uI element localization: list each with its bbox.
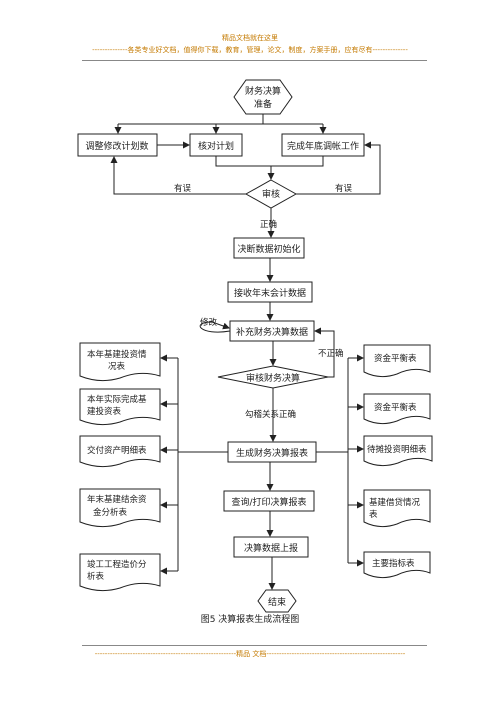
year-end-adjust-label: 完成年底调帐工作 xyxy=(287,140,359,152)
footer-text: ----------------------------------------… xyxy=(94,650,406,658)
doc-shape-left-5 xyxy=(79,553,161,592)
doc-shape-right-4 xyxy=(363,489,431,528)
doc-left-1-line2: 况表 xyxy=(108,361,126,372)
connector-year-end-down xyxy=(271,156,324,167)
doc-shape-right-1 xyxy=(363,344,431,378)
correct-label: 正确 xyxy=(260,219,277,230)
incorrect-label: 不正确 xyxy=(318,348,344,359)
error-label-left: 有误 xyxy=(174,183,192,194)
doc-left-5-line1: 竣工工程造价分 xyxy=(87,559,147,570)
doc-left-5-line2: 析表 xyxy=(87,571,105,582)
doc-right-4-line2: 表 xyxy=(369,509,378,520)
end-label: 结束 xyxy=(268,596,286,608)
loop-left-error xyxy=(110,156,246,195)
connector-check-down xyxy=(215,156,271,167)
doc-shape-right-3 xyxy=(363,435,433,467)
doc-right-2-line1: 资金平衡表 xyxy=(374,402,417,413)
doc-right-5-line1: 主要指标表 xyxy=(372,558,415,569)
doc-shape-right-2 xyxy=(363,393,431,425)
query-print-label: 查询/打印决算报表 xyxy=(231,496,306,508)
doc-shape-left-2 xyxy=(79,388,161,426)
doc-left-4-line2: 金分析表 xyxy=(93,507,128,518)
upload-label: 决算数据上报 xyxy=(244,542,298,554)
doc-left-1-line1: 本年基建投资情 xyxy=(87,349,147,360)
figure-caption: 图5 决算报表生成流程图 xyxy=(200,615,300,625)
doc-left-4-line1: 年末基建结余资 xyxy=(87,494,147,505)
check-correct-label: 勾稽关系正确 xyxy=(245,409,296,420)
gen-report-label: 生成财务决算报表 xyxy=(236,447,308,459)
doc-right-1-line1: 资金平衡表 xyxy=(374,353,417,364)
init-data-box xyxy=(233,237,305,259)
adjust-plan-label: 调整修改计划数 xyxy=(85,140,148,152)
doc-right-4-line1: 基建借贷情况 xyxy=(369,497,421,508)
review-label: 审核 xyxy=(262,188,280,200)
init-data-label: 决断数据初始化 xyxy=(237,243,300,255)
supplement-label: 补充财务决算数据 xyxy=(236,326,308,338)
doc-left-2-line1: 本年实际完成基 xyxy=(87,394,147,405)
doc-right-3-line1: 待摊投资明细表 xyxy=(367,444,427,455)
start-label-2: 准备 xyxy=(254,98,272,110)
loop-incorrect xyxy=(314,327,335,378)
header-rule xyxy=(82,60,427,61)
query-print-box xyxy=(223,490,315,512)
doc-shape-right-5 xyxy=(363,551,431,579)
footer-rule xyxy=(82,645,427,646)
header-subtitle: --------------各类专业好文档，值得你下载，教育，管理，论文，制度，… xyxy=(92,46,408,54)
modify-label: 修改 xyxy=(200,317,218,328)
loop-right-error xyxy=(296,141,381,195)
start-node xyxy=(233,79,293,115)
check-plan-label: 核对计划 xyxy=(198,140,234,152)
modify-loop xyxy=(199,321,231,333)
start-label-1: 财务决算 xyxy=(245,85,281,97)
doc-left-3-line1: 交付资产明细表 xyxy=(87,445,147,456)
doc-shape-left-1 xyxy=(79,342,161,382)
upload-box xyxy=(233,536,309,558)
header-title: 精品文档就在这里 xyxy=(222,34,278,42)
doc-left-2-line2: 建投资表 xyxy=(87,406,122,417)
doc-shape-left-4 xyxy=(79,488,161,528)
end-node xyxy=(257,589,297,613)
receive-data-label: 接收年末会计数据 xyxy=(234,287,306,299)
error-label-right: 有误 xyxy=(335,183,353,194)
review-fin-label: 审核财务决算 xyxy=(246,372,300,384)
doc-shape-left-3 xyxy=(79,435,161,468)
